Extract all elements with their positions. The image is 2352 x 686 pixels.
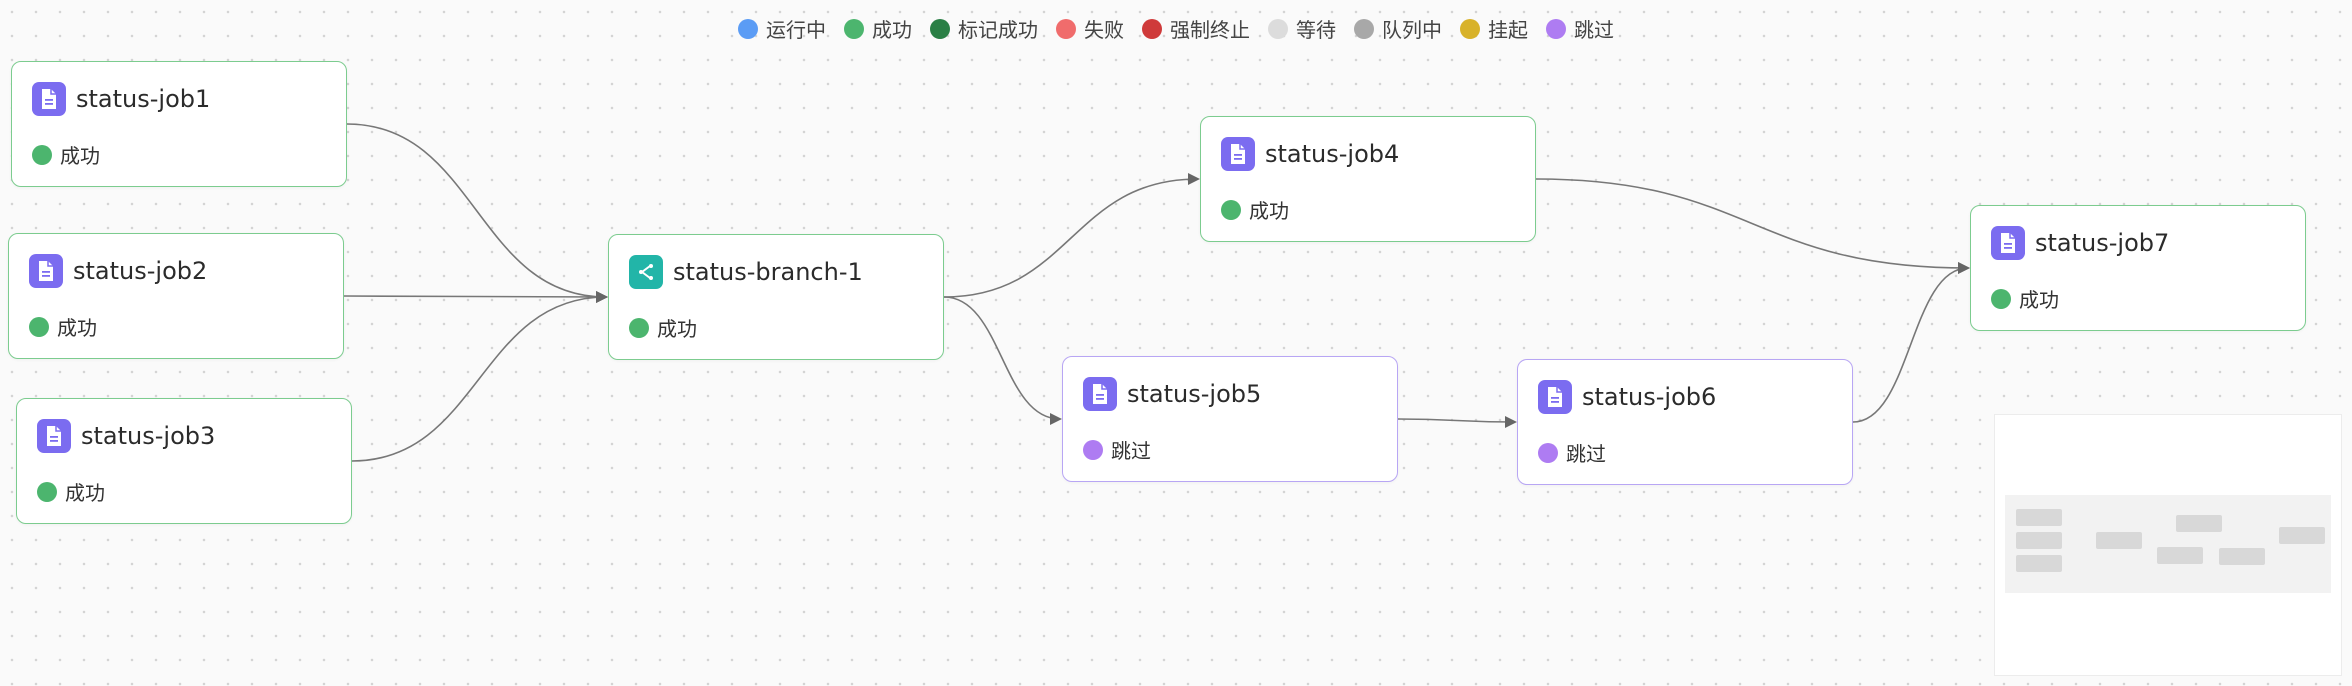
legend-dot (1056, 18, 1076, 39)
legend-item-running: 运行中 (738, 14, 826, 43)
status-dot (629, 317, 649, 338)
dag-node-status-job6[interactable]: status-job6 跳过 (1517, 359, 1853, 485)
status-label: 成功 (657, 317, 697, 341)
node-title: status-branch-1 (673, 258, 863, 286)
node-status: 成功 (29, 312, 97, 341)
legend-dot (930, 18, 950, 39)
dag-node-status-job4[interactable]: status-job4 成功 (1200, 116, 1536, 242)
legend-label: 失败 (1084, 18, 1124, 42)
minimap-node (2016, 509, 2062, 526)
minimap-node (2219, 548, 2265, 565)
status-dot (1991, 288, 2011, 309)
legend-dot (1268, 18, 1288, 39)
status-label: 成功 (57, 316, 97, 340)
node-title: status-job3 (81, 422, 216, 450)
dag-node-status-job1[interactable]: status-job1 成功 (11, 61, 347, 187)
legend-item-marked-success: 标记成功 (930, 14, 1038, 43)
status-dot (37, 481, 57, 502)
legend-label: 强制终止 (1170, 18, 1250, 42)
status-label: 成功 (65, 481, 105, 505)
edge-branch1-to-job4 (943, 173, 1200, 298)
legend-label: 等待 (1296, 18, 1336, 42)
status-label: 成功 (2019, 288, 2059, 312)
status-dot (1083, 439, 1103, 460)
minimap-node (2176, 515, 2222, 532)
legend-label: 跳过 (1574, 18, 1614, 42)
minimap[interactable] (1994, 414, 2342, 676)
node-title: status-job6 (1582, 383, 1717, 411)
legend-item-waiting: 等待 (1268, 14, 1336, 43)
status-dot (1538, 442, 1558, 463)
status-label: 跳过 (1111, 439, 1151, 463)
legend-dot (738, 18, 758, 39)
legend-item-terminated: 强制终止 (1142, 14, 1250, 43)
legend-item-failed: 失败 (1056, 14, 1124, 43)
node-status: 成功 (1221, 195, 1289, 224)
document-icon (37, 419, 71, 453)
status-legend: 运行中 成功 标记成功 失败 强制终止 等待 队列中 挂起 跳过 (0, 14, 2352, 43)
legend-label: 标记成功 (958, 18, 1038, 42)
node-title: status-job5 (1127, 380, 1262, 408)
dag-node-status-job5[interactable]: status-job5 跳过 (1062, 356, 1398, 482)
legend-item-suspended: 挂起 (1460, 14, 1528, 43)
node-status: 成功 (629, 313, 697, 342)
document-icon (29, 254, 63, 288)
dag-node-status-job2[interactable]: status-job2 成功 (8, 233, 344, 359)
status-label: 成功 (1249, 199, 1289, 223)
dag-node-status-job3[interactable]: status-job3 成功 (16, 398, 352, 524)
branch-icon (629, 255, 663, 289)
edge-job1-to-branch1 (346, 123, 608, 303)
edge-job2-to-branch1 (343, 290, 608, 303)
legend-dot (844, 18, 864, 39)
node-status: 成功 (37, 477, 105, 506)
edge-job6-to-job7 (1852, 262, 1970, 423)
legend-label: 队列中 (1382, 18, 1442, 42)
minimap-node (2016, 555, 2062, 572)
minimap-node (2157, 547, 2203, 564)
edge-job5-to-job6 (1397, 415, 1517, 428)
legend-item-skipped: 跳过 (1546, 14, 1614, 43)
document-icon (1538, 380, 1572, 414)
minimap-node (2279, 527, 2325, 544)
legend-label: 运行中 (766, 18, 826, 42)
node-title: status-job2 (73, 257, 208, 285)
node-title: status-job4 (1265, 140, 1400, 168)
status-label: 跳过 (1566, 442, 1606, 466)
legend-item-success: 成功 (844, 14, 912, 43)
document-icon (1083, 377, 1117, 411)
legend-label: 成功 (872, 18, 912, 42)
legend-dot (1460, 18, 1480, 39)
node-title: status-job1 (76, 85, 211, 113)
dag-node-status-branch-1[interactable]: status-branch-1 成功 (608, 234, 944, 360)
status-dot (32, 144, 52, 165)
status-dot (29, 316, 49, 337)
edge-job4-to-job7 (1535, 178, 1970, 274)
edge-job3-to-branch1 (351, 291, 608, 462)
dag-node-status-job7[interactable]: status-job7 成功 (1970, 205, 2306, 331)
legend-item-queued: 队列中 (1354, 14, 1442, 43)
minimap-node (2016, 532, 2062, 549)
node-title: status-job7 (2035, 229, 2170, 257)
minimap-node (2096, 532, 2142, 549)
node-status: 成功 (32, 140, 100, 169)
node-status: 跳过 (1538, 438, 1606, 467)
status-label: 成功 (60, 144, 100, 168)
status-dot (1221, 199, 1241, 220)
document-icon (1221, 137, 1255, 171)
legend-dot (1142, 18, 1162, 39)
document-icon (32, 82, 66, 116)
document-icon (1991, 226, 2025, 260)
legend-dot (1354, 18, 1374, 39)
node-status: 成功 (1991, 284, 2059, 313)
legend-dot (1546, 18, 1566, 39)
legend-label: 挂起 (1488, 18, 1528, 42)
node-status: 跳过 (1083, 435, 1151, 464)
edge-branch1-to-job5 (943, 296, 1062, 425)
